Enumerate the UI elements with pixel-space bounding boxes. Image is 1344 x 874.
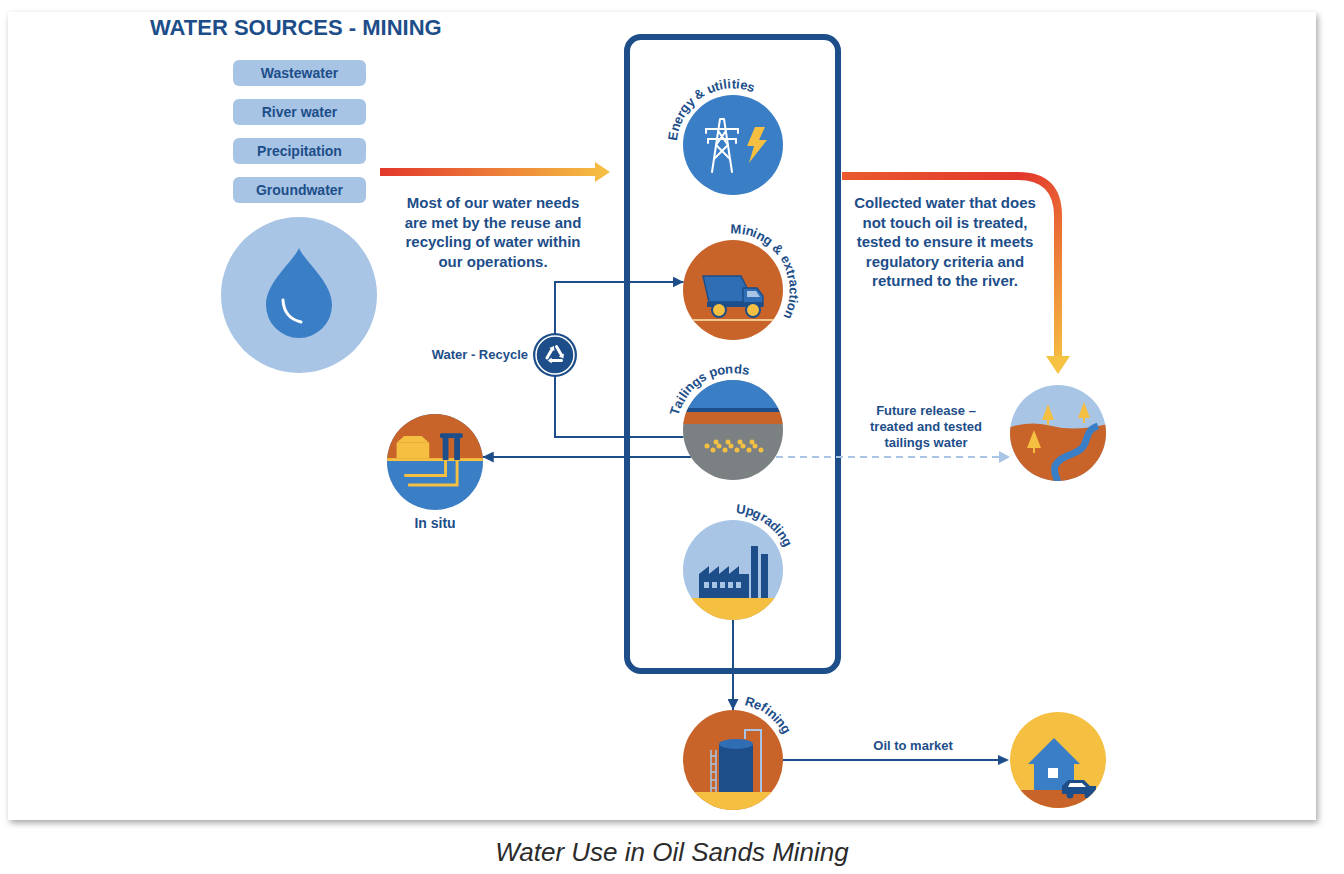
recycle-icon	[549, 345, 556, 352]
circle-illustration	[387, 414, 483, 510]
circle-illustration	[683, 520, 783, 620]
flow-arrow	[732, 620, 734, 710]
figure-caption: Water Use in Oil Sands Mining	[0, 836, 1344, 868]
panel	[8, 12, 1316, 820]
recycle-icon	[559, 354, 564, 359]
house-illustration	[1008, 790, 1108, 810]
recycle-icon	[533, 333, 577, 377]
stage-label: Refining	[737, 689, 798, 743]
arc-letter: c	[787, 287, 800, 294]
edge-label: Water - Recycle	[432, 347, 528, 363]
return-arrow	[1046, 356, 1070, 374]
source-box: Wastewater	[233, 60, 366, 86]
circle-illustration	[683, 380, 783, 480]
process-circle: In situ	[387, 414, 483, 510]
return-arrow	[842, 176, 1058, 358]
recycle-icon	[552, 356, 562, 364]
stage-label: Upgrading	[728, 496, 801, 555]
river-illustration	[1047, 420, 1049, 425]
river-illustration	[1033, 448, 1035, 453]
water-drop	[221, 217, 377, 373]
circle-illustration	[683, 710, 783, 810]
river-illustration	[1008, 383, 1108, 486]
diagram-title: WATER SOURCES - MINING	[150, 15, 442, 41]
arc-letter: i	[727, 78, 731, 91]
river-illustration	[1083, 418, 1085, 423]
house-illustration	[1028, 738, 1080, 764]
note-text: Future release – treated and tested tail…	[855, 403, 997, 451]
circle-illustration	[683, 380, 783, 480]
source-label: River water	[262, 103, 337, 121]
arc-letter: M	[730, 222, 741, 236]
return-arrow	[842, 176, 1070, 374]
arc-letter: a	[787, 279, 801, 288]
arc-letter: s	[741, 363, 751, 377]
source-label: Wastewater	[261, 64, 338, 82]
river-illustration	[1042, 404, 1054, 420]
circle-illustration	[683, 710, 783, 810]
market-arrow	[783, 759, 999, 761]
house-illustration	[1048, 768, 1058, 778]
future-release-arrow	[776, 451, 1010, 463]
process-circle: Upgrading	[683, 520, 783, 620]
arc-letter: o	[716, 363, 726, 377]
market-arrow	[783, 755, 1009, 765]
circle-illustration	[683, 240, 783, 340]
process-circle: Tailings ponds	[683, 380, 783, 480]
river-illustration	[1078, 402, 1090, 418]
arc-letter: &	[692, 86, 707, 102]
process-circle: Energy & utilities	[683, 95, 783, 195]
recycle-icon	[545, 349, 555, 357]
circle-illustration	[683, 520, 783, 620]
circle-illustration	[683, 95, 783, 195]
market-arrow	[998, 755, 1009, 765]
water-drop	[266, 248, 332, 338]
house-illustration	[1008, 710, 1108, 810]
river-illustration	[1027, 430, 1041, 448]
stage-label: Mining & extraction	[723, 216, 807, 328]
house-illustration	[1067, 792, 1074, 799]
inflow-arrow	[380, 162, 610, 182]
future-release-arrow	[776, 456, 999, 458]
recycle-icon	[536, 336, 574, 374]
stage-label: Tailings ponds	[662, 356, 759, 424]
house-illustration	[1062, 780, 1096, 794]
arc-letter: &	[770, 241, 786, 257]
house-illustration	[1068, 783, 1086, 787]
note-text: Collected water that does not touch oil …	[847, 193, 1043, 291]
recycle-icon	[557, 347, 565, 359]
recycle-icon	[533, 333, 577, 377]
flow-arrow	[483, 456, 691, 458]
water-drop	[283, 300, 301, 322]
house-illustration	[1008, 710, 1108, 810]
future-release-arrow	[999, 451, 1010, 463]
source-box: Groundwater	[233, 177, 366, 203]
river-illustration	[1054, 426, 1098, 486]
source-box: River water	[233, 99, 366, 125]
circle-illustration	[683, 95, 783, 195]
arc-letter: n	[725, 362, 734, 375]
water-drop	[221, 217, 377, 373]
process-circle: Refining	[683, 710, 783, 810]
note-text: Most of our water needs are met by the r…	[395, 193, 591, 271]
process-frame	[627, 37, 838, 671]
circle-illustration	[683, 240, 783, 340]
stage-label: In situ	[414, 514, 455, 532]
circle-illustration	[387, 414, 483, 510]
note-text: Oil to market	[828, 738, 998, 754]
stage-label: Energy & utilities	[660, 71, 765, 149]
process-circle: Mining & extraction	[683, 240, 783, 340]
recycle-icon	[543, 345, 557, 357]
house-illustration	[1085, 792, 1092, 799]
source-label: Precipitation	[257, 142, 342, 160]
recycle-icon	[557, 347, 562, 356]
arc-letter: t	[732, 77, 737, 90]
source-box: Precipitation	[233, 138, 366, 164]
source-label: Groundwater	[256, 181, 343, 199]
